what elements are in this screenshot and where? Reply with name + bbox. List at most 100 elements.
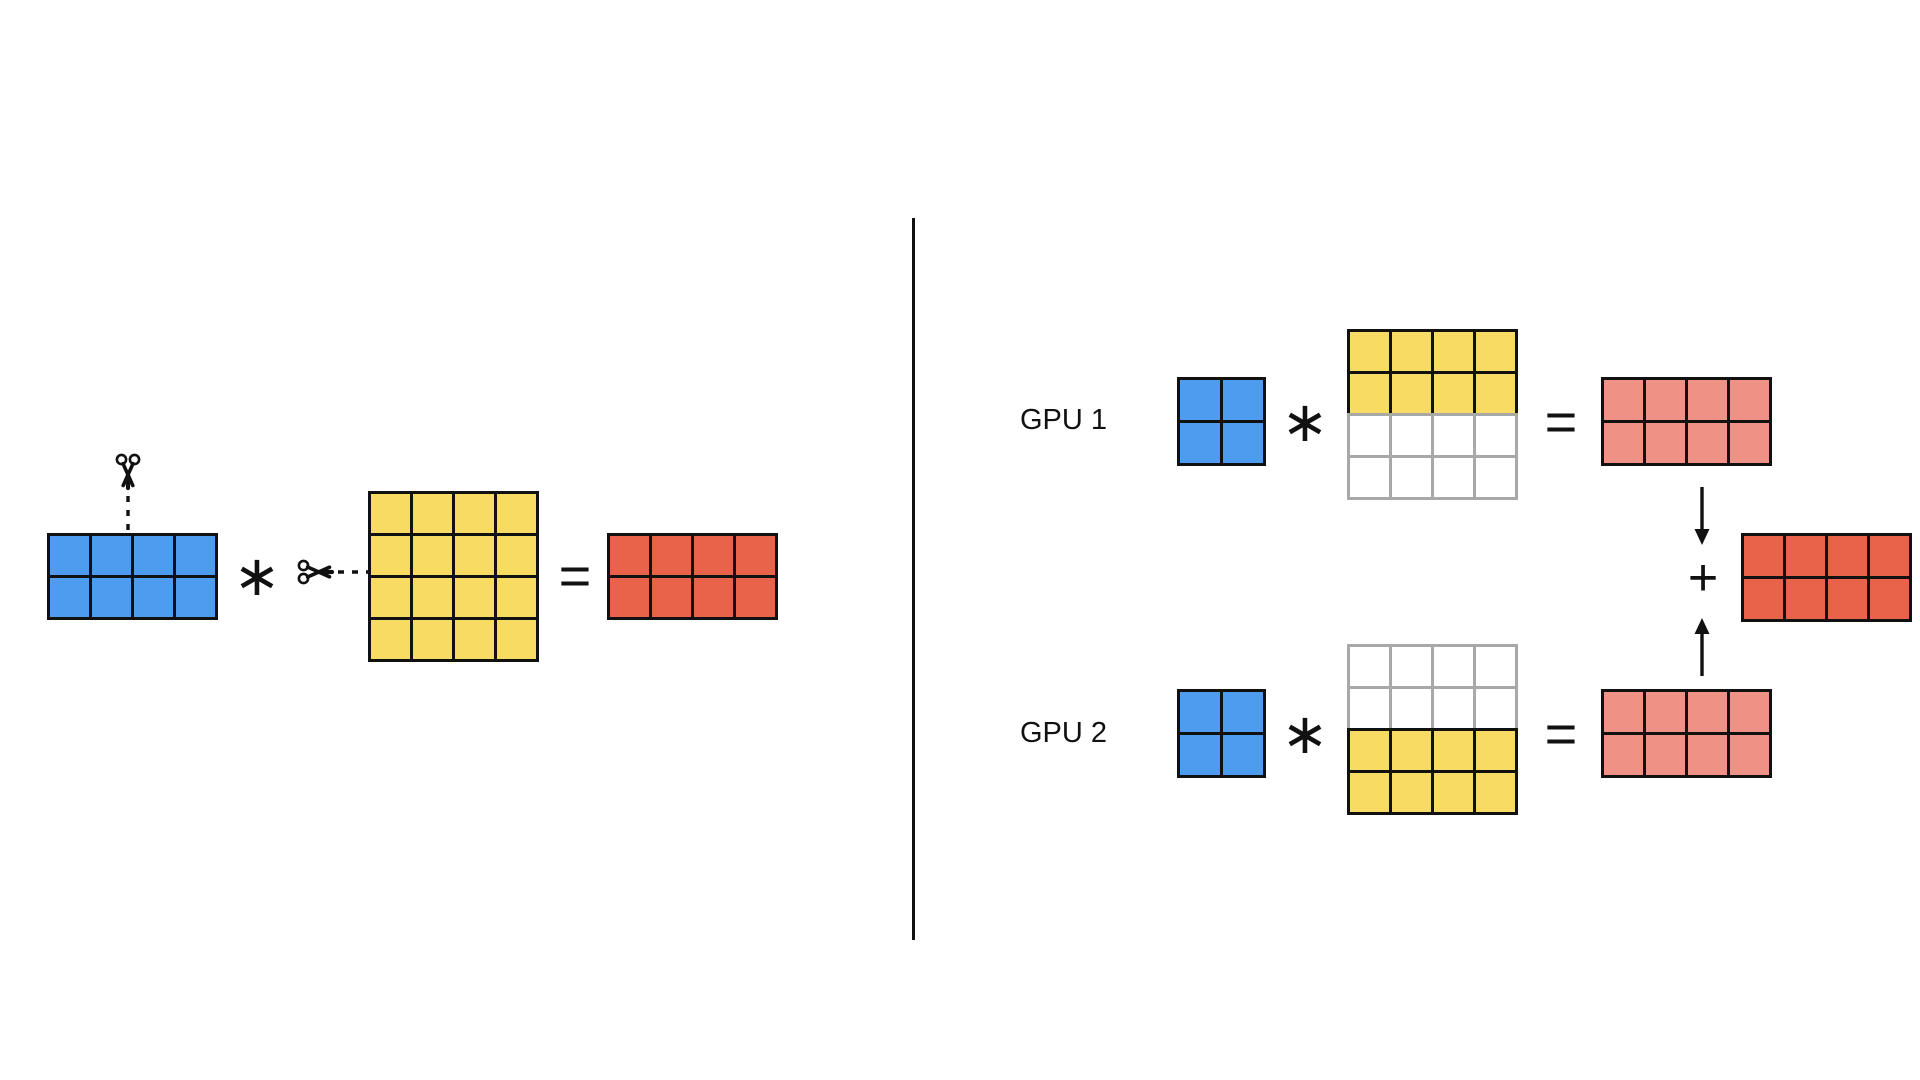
- matrix-cell: [1346, 328, 1392, 374]
- matrix-cell: [1176, 731, 1223, 778]
- matrix-cell: [1346, 769, 1392, 815]
- gpu2-weight-shard-matrix: [1346, 643, 1518, 815]
- matrix-cell: [1684, 688, 1730, 735]
- matrix-cell: [690, 574, 736, 620]
- matrix-cell: [1726, 731, 1772, 778]
- matrix-cell: [1472, 328, 1518, 374]
- matrix-cell: [1346, 370, 1392, 416]
- matrix-cell: [1866, 532, 1912, 579]
- matrix-cell-empty: [1472, 643, 1518, 689]
- matrix-cell: [1388, 769, 1434, 815]
- matrix-cell: [1642, 688, 1688, 735]
- matrix-cell: [1740, 575, 1786, 622]
- matrix-cell: [1824, 575, 1870, 622]
- matrix-cell: [493, 574, 539, 620]
- matrix-cell: [606, 532, 652, 578]
- matrix-cell: [648, 532, 694, 578]
- matrix-cell: [606, 574, 652, 620]
- matrix-cell: [172, 532, 218, 578]
- matrix-cell-empty: [1472, 412, 1518, 458]
- matrix-cell: [1219, 376, 1266, 423]
- matrix-cell: [1642, 376, 1688, 423]
- panel-divider: [912, 218, 915, 940]
- matrix-cell: [690, 532, 736, 578]
- arrow-down-icon: [1694, 487, 1710, 545]
- final-output-matrix: [1740, 532, 1912, 622]
- matrix-cell: [1472, 769, 1518, 815]
- matrix-cell: [451, 490, 497, 536]
- matrix-cell-empty: [1346, 454, 1392, 500]
- matrix-cell-empty: [1388, 454, 1434, 500]
- matrix-cell: [46, 532, 92, 578]
- matrix-cell: [1866, 575, 1912, 622]
- matrix-cell: [493, 532, 539, 578]
- matrix-cell: [1219, 419, 1266, 466]
- matrix-cell: [1430, 769, 1476, 815]
- equals-operator-left: =: [558, 544, 592, 607]
- matrix-cell-empty: [1388, 643, 1434, 689]
- matrix-cell: [409, 616, 455, 662]
- matrix-cell: [1388, 370, 1434, 416]
- matrix-cell: [1726, 419, 1772, 466]
- matrix-cell: [1684, 376, 1730, 423]
- matrix-cell: [1219, 731, 1266, 778]
- matrix-cell: [130, 574, 176, 620]
- matrix-cell: [1726, 376, 1772, 423]
- matrix-cell: [1219, 688, 1266, 735]
- red-output-matrix: [606, 532, 778, 620]
- matrix-cell: [1600, 688, 1646, 735]
- matrix-cell: [88, 574, 134, 620]
- matrix-cell-empty: [1388, 412, 1434, 458]
- matrix-cell-empty: [1346, 643, 1392, 689]
- matrix-cell-empty: [1346, 412, 1392, 458]
- matrix-cell-empty: [1430, 685, 1476, 731]
- gpu2-input-matrix: [1176, 688, 1266, 778]
- gpu1-input-matrix: [1176, 376, 1266, 466]
- matrix-cell: [1430, 727, 1476, 773]
- matrix-cell: [1176, 419, 1223, 466]
- gpu1-weight-shard-matrix: [1346, 328, 1518, 500]
- matrix-cell: [451, 574, 497, 620]
- matrix-cell: [1642, 731, 1688, 778]
- blue-input-matrix: [46, 532, 218, 620]
- matrix-cell: [367, 616, 413, 662]
- matrix-cell: [1430, 370, 1476, 416]
- matrix-cell: [1176, 688, 1223, 735]
- multiply-operator-gpu1: ∗: [1281, 390, 1329, 453]
- matrix-cell: [1472, 370, 1518, 416]
- matrix-cell: [648, 574, 694, 620]
- matrix-cell: [1388, 328, 1434, 374]
- matrix-cell: [1430, 328, 1476, 374]
- gpu1-label: GPU 1: [1020, 403, 1108, 436]
- matrix-cell-empty: [1430, 412, 1476, 458]
- matrix-cell: [451, 532, 497, 578]
- matrix-cell: [1782, 532, 1828, 579]
- matrix-cell-empty: [1472, 685, 1518, 731]
- matrix-cell: [1684, 419, 1730, 466]
- matrix-cell: [1726, 688, 1772, 735]
- matrix-cell: [1600, 731, 1646, 778]
- matrix-cell: [409, 532, 455, 578]
- matrix-cell: [409, 490, 455, 536]
- matrix-cell: [367, 532, 413, 578]
- matrix-cell: [732, 532, 778, 578]
- matrix-cell: [409, 574, 455, 620]
- matrix-cell-empty: [1388, 685, 1434, 731]
- yellow-weight-matrix: [367, 490, 539, 662]
- gpu2-label: GPU 2: [1020, 716, 1108, 749]
- matrix-cell: [1472, 727, 1518, 773]
- plus-operator: +: [1687, 549, 1719, 607]
- matrix-cell: [367, 490, 413, 536]
- matrix-cell: [46, 574, 92, 620]
- matrix-cell: [172, 574, 218, 620]
- multiply-operator-left: ∗: [233, 544, 281, 607]
- matrix-cell: [88, 532, 134, 578]
- scissors-vertical: [115, 453, 141, 542]
- equals-operator-gpu1: =: [1544, 390, 1578, 453]
- matrix-cell: [130, 532, 176, 578]
- matrix-cell: [732, 574, 778, 620]
- matrix-cell: [451, 616, 497, 662]
- matrix-cell-empty: [1430, 643, 1476, 689]
- scissors-horizontal: [297, 559, 382, 585]
